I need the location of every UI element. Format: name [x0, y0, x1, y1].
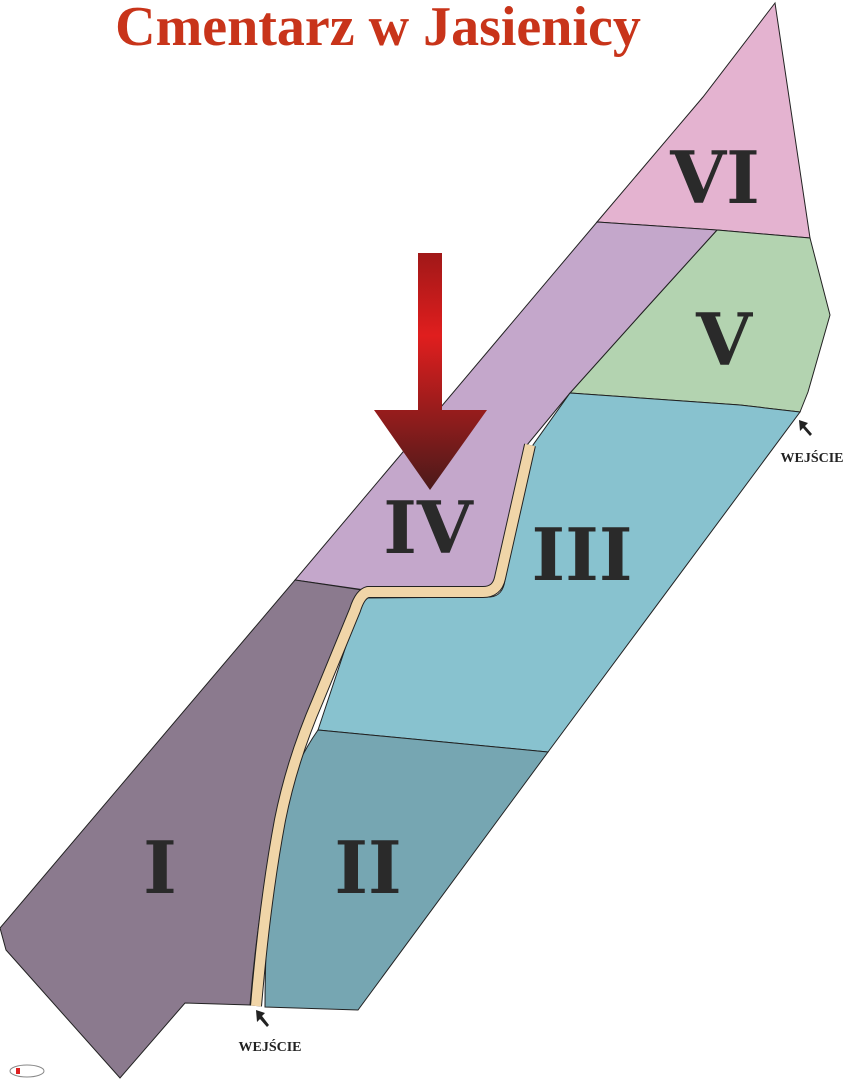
map-title: Cmentarz w Jasienicy — [115, 0, 641, 58]
entrance-south-label: WEJŚCIE — [238, 1038, 301, 1055]
entrance-east-label: WEJŚCIE — [780, 449, 843, 466]
logo — [9, 1064, 45, 1078]
down-arrow-icon — [374, 253, 487, 490]
entrance-east-arrow-icon — [799, 420, 812, 436]
section-label-iv: IV — [383, 485, 474, 570]
section-label-ii: II — [334, 825, 401, 910]
section-ii[interactable] — [264, 729, 549, 1011]
section-label-i: I — [143, 825, 177, 910]
main-path — [250, 443, 536, 1007]
section-label-vi: VI — [669, 135, 760, 220]
section-label-iii: III — [531, 512, 632, 597]
entrance-south-arrow-icon — [256, 1010, 269, 1027]
section-label-v: V — [695, 297, 753, 382]
